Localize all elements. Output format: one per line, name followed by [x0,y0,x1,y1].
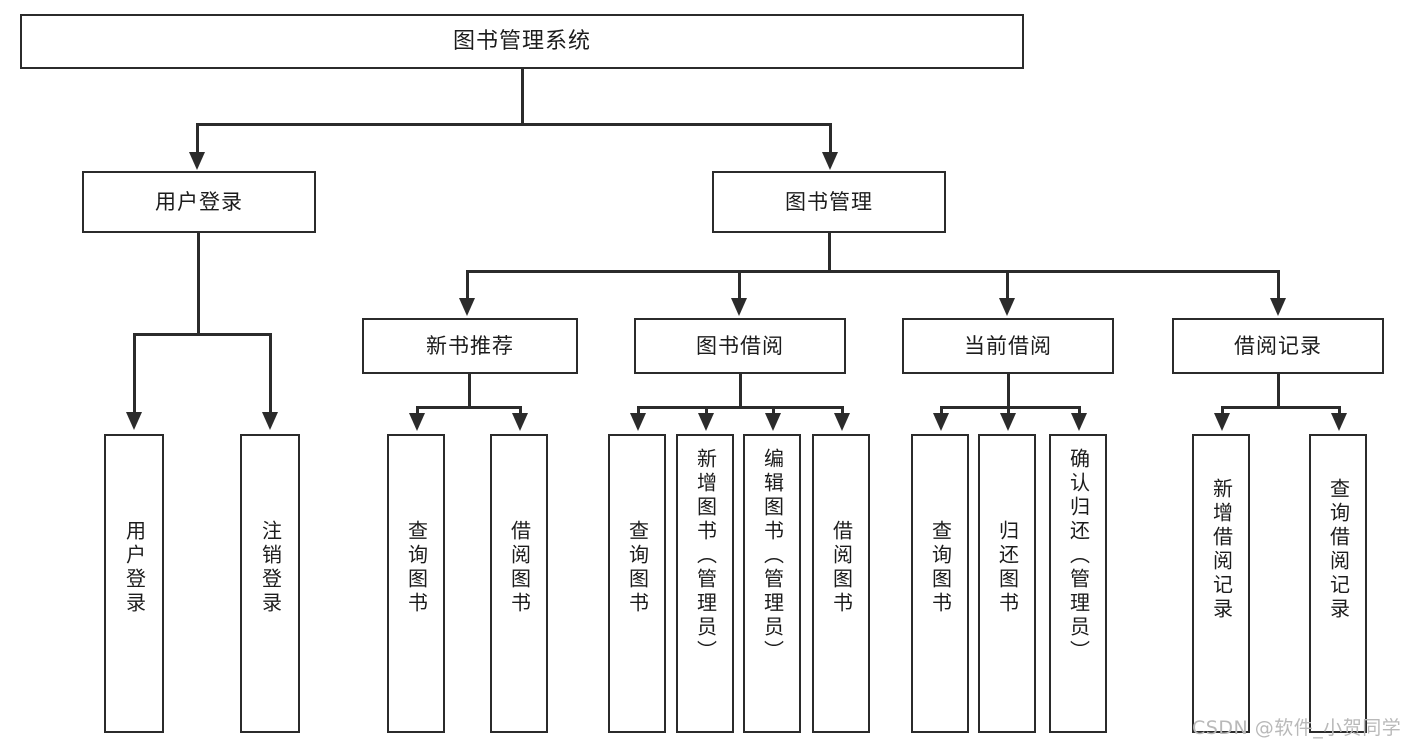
connector-book-borrow-bus [637,406,842,409]
connector-current-borrow-stem [1007,374,1010,408]
connector-book-borrow-to-leaf-0 [637,406,640,418]
node-label: 新增借阅记录 [1209,478,1234,622]
connector-book-borrow-to-leaf-1 [705,406,708,418]
node-user-login: 用户登录 [82,171,316,233]
leaf-current-borrow-query-book: 查询图书 [911,434,969,733]
leaf-new-book-query-book: 查询图书 [387,434,445,733]
connector-book-manage-to-current-borrow [1006,270,1009,300]
arrowhead-borrow-record-to-leaf-1 [1331,413,1347,431]
node-label: 注销登录 [258,520,283,616]
arrowhead-user-login-to-leaf-0 [126,412,142,430]
connector-book-manage-bus [466,270,1280,273]
leaf-user-login-login: 用户登录 [104,434,164,733]
node-label: 查询借阅记录 [1326,478,1351,622]
node-label: 图书管理系统 [452,28,591,54]
leaf-current-borrow-return-book: 归还图书 [978,434,1036,733]
connector-root-bus [196,123,832,126]
node-root-system: 图书管理系统 [20,14,1024,69]
node-current-borrow: 当前借阅 [902,318,1114,374]
arrowhead-book-manage-to-borrow-record [1270,298,1286,316]
arrowhead-book-borrow-to-leaf-3 [834,413,850,431]
arrowhead-new-book-to-leaf-0 [409,413,425,431]
node-label: 新增图书（管理员） [693,448,718,664]
node-label: 确认归还（管理员） [1066,448,1091,664]
node-label: 用户登录 [155,189,243,214]
node-label: 编辑图书（管理员） [760,448,785,664]
arrowhead-book-borrow-to-leaf-0 [630,413,646,431]
connector-root-to-book-manage [829,123,832,155]
arrowhead-book-manage-to-current-borrow [999,298,1015,316]
arrowhead-user-login-to-leaf-1 [262,412,278,430]
connector-user-login-to-leaf-0 [133,333,136,415]
arrowhead-borrow-record-to-leaf-0 [1214,413,1230,431]
node-label: 查询图书 [928,520,953,616]
node-borrow-record: 借阅记录 [1172,318,1384,374]
node-book-management: 图书管理 [712,171,946,233]
arrowhead-book-manage-to-new-book [459,298,475,316]
node-label: 借阅图书 [507,520,532,616]
leaf-book-borrow-borrow-book: 借阅图书 [812,434,870,733]
connector-borrow-record-bus [1221,406,1339,409]
node-book-borrow: 图书借阅 [634,318,846,374]
connector-borrow-record-to-leaf-1 [1338,406,1341,418]
leaf-user-login-logout: 注销登录 [240,434,300,733]
connector-new-book-to-leaf-0 [416,406,419,418]
node-label: 查询图书 [625,520,650,616]
connector-current-borrow-to-leaf-2 [1078,406,1081,418]
arrowhead-root-to-user-login [189,152,205,170]
leaf-book-borrow-query-book: 查询图书 [608,434,666,733]
leaf-book-borrow-edit-book-admin: 编辑图书（管理员） [743,434,801,733]
connector-book-manage-stem [828,233,831,271]
connector-borrow-record-stem [1277,374,1280,408]
connector-user-login-bus [133,333,269,336]
connector-book-borrow-stem [739,374,742,408]
connector-book-borrow-to-leaf-3 [841,406,844,418]
connector-root-stem [521,69,524,123]
arrowhead-new-book-to-leaf-1 [512,413,528,431]
node-label: 当前借阅 [964,333,1052,358]
connector-current-borrow-to-leaf-1 [1007,406,1010,418]
node-label: 用户登录 [122,520,147,616]
leaf-borrow-record-query-record: 查询借阅记录 [1309,434,1367,733]
connector-new-book-bus [416,406,520,409]
arrowhead-book-borrow-to-leaf-2 [765,413,781,431]
node-label: 新书推荐 [426,333,514,358]
connector-current-borrow-bus [940,406,1080,409]
node-label: 借阅图书 [829,520,854,616]
leaf-borrow-record-add-record: 新增借阅记录 [1192,434,1250,733]
connector-book-borrow-to-leaf-2 [772,406,775,418]
arrowhead-current-borrow-to-leaf-1 [1000,413,1016,431]
leaf-current-borrow-confirm-return-admin: 确认归还（管理员） [1049,434,1107,733]
arrowhead-book-borrow-to-leaf-1 [698,413,714,431]
connector-user-login-stem [197,233,200,334]
arrowhead-book-manage-to-book-borrow [731,298,747,316]
arrowhead-root-to-book-manage [822,152,838,170]
connector-new-book-stem [468,374,471,408]
node-label: 图书借阅 [696,333,784,358]
connector-borrow-record-to-leaf-0 [1221,406,1224,418]
leaf-new-book-borrow-book: 借阅图书 [490,434,548,733]
connector-book-manage-to-new-book [466,270,469,300]
node-new-book-recommend: 新书推荐 [362,318,578,374]
leaf-book-borrow-add-book-admin: 新增图书（管理员） [676,434,734,733]
arrowhead-current-borrow-to-leaf-2 [1071,413,1087,431]
node-label: 借阅记录 [1234,333,1322,358]
connector-book-manage-to-book-borrow [738,270,741,300]
connector-new-book-to-leaf-1 [519,406,522,418]
arrowhead-current-borrow-to-leaf-0 [933,413,949,431]
connector-user-login-to-leaf-1 [269,333,272,415]
connector-root-to-user-login [196,123,199,155]
connector-book-manage-to-borrow-record [1277,270,1280,300]
node-label: 查询图书 [404,520,429,616]
connector-current-borrow-to-leaf-0 [940,406,943,418]
node-label: 归还图书 [995,520,1020,616]
node-label: 图书管理 [785,189,873,214]
